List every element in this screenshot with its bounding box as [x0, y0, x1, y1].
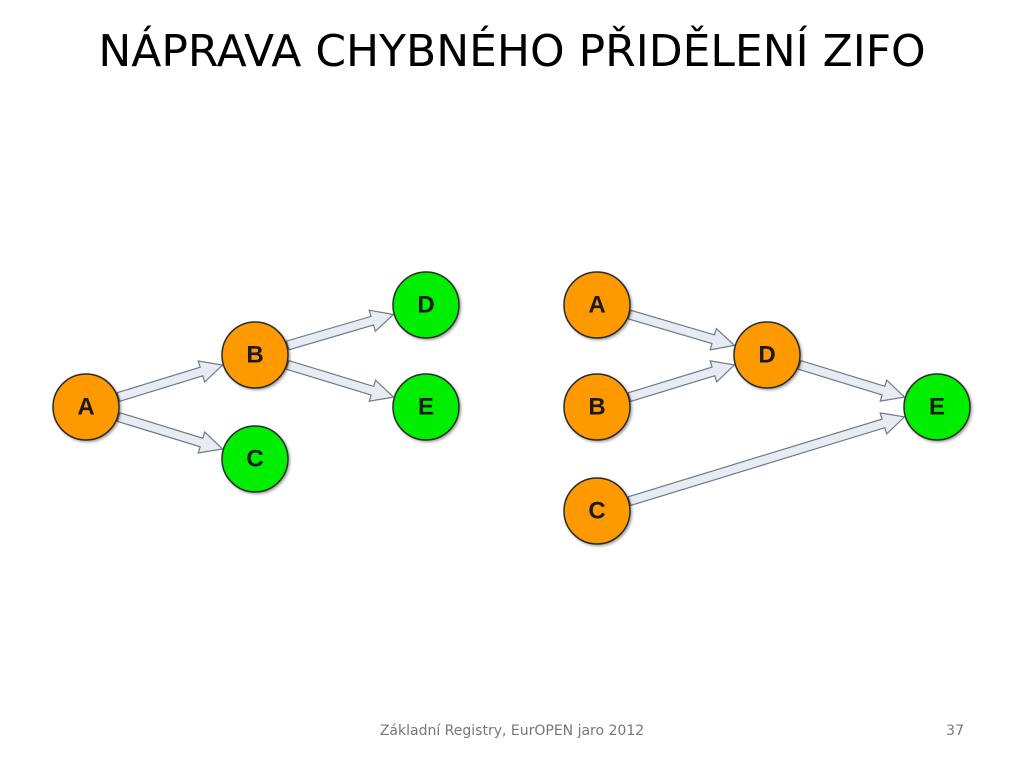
node-circle: [52, 373, 120, 441]
node-circle: [563, 373, 631, 441]
node-a: A: [563, 271, 631, 339]
node-circle: [563, 271, 631, 339]
arrow-a-to-c: [116, 411, 224, 454]
node-label: A: [77, 393, 94, 420]
node-c: C: [221, 425, 289, 493]
arrow-b-to-e: [285, 359, 395, 402]
node-b: B: [563, 373, 631, 441]
node-label: D: [758, 341, 775, 368]
node-circle: [903, 373, 971, 441]
arrow-a-to-b: [116, 360, 224, 403]
node-circle: [221, 425, 289, 493]
node-e: E: [392, 373, 460, 441]
node-circle: [563, 477, 631, 545]
arrow-b-to-d: [627, 360, 736, 403]
node-circle: [392, 373, 460, 441]
node-circle: [733, 321, 801, 389]
node-label: E: [929, 393, 945, 420]
node-label: C: [246, 445, 263, 472]
node-a: A: [52, 373, 120, 441]
node-label: B: [246, 341, 263, 368]
node-label: A: [588, 291, 605, 318]
node-c: C: [563, 477, 631, 545]
arrow-a-to-d: [627, 309, 736, 351]
slide-title: NÁPRAVA CHYBNÉHO PŘIDĚLENÍ ZIFO: [98, 26, 926, 77]
arrow-d-to-e: [797, 359, 906, 402]
node-d: D: [733, 321, 801, 389]
node-label: E: [418, 393, 434, 420]
arrow-b-to-d: [285, 309, 395, 351]
node-label: B: [588, 393, 605, 420]
page-number: 37: [946, 723, 964, 739]
node-b: B: [221, 321, 289, 389]
right-diagram: A B C D E: [563, 271, 971, 545]
left-diagram: A B C D E: [52, 271, 460, 493]
slide-footer: Základní Registry, EurOPEN jaro 2012: [379, 723, 645, 739]
node-circle: [221, 321, 289, 389]
arrow-c-to-e: [627, 412, 906, 507]
node-e: E: [903, 373, 971, 441]
node-circle: [392, 271, 460, 339]
node-label: D: [417, 291, 434, 318]
node-d: D: [392, 271, 460, 339]
node-label: C: [588, 497, 605, 524]
